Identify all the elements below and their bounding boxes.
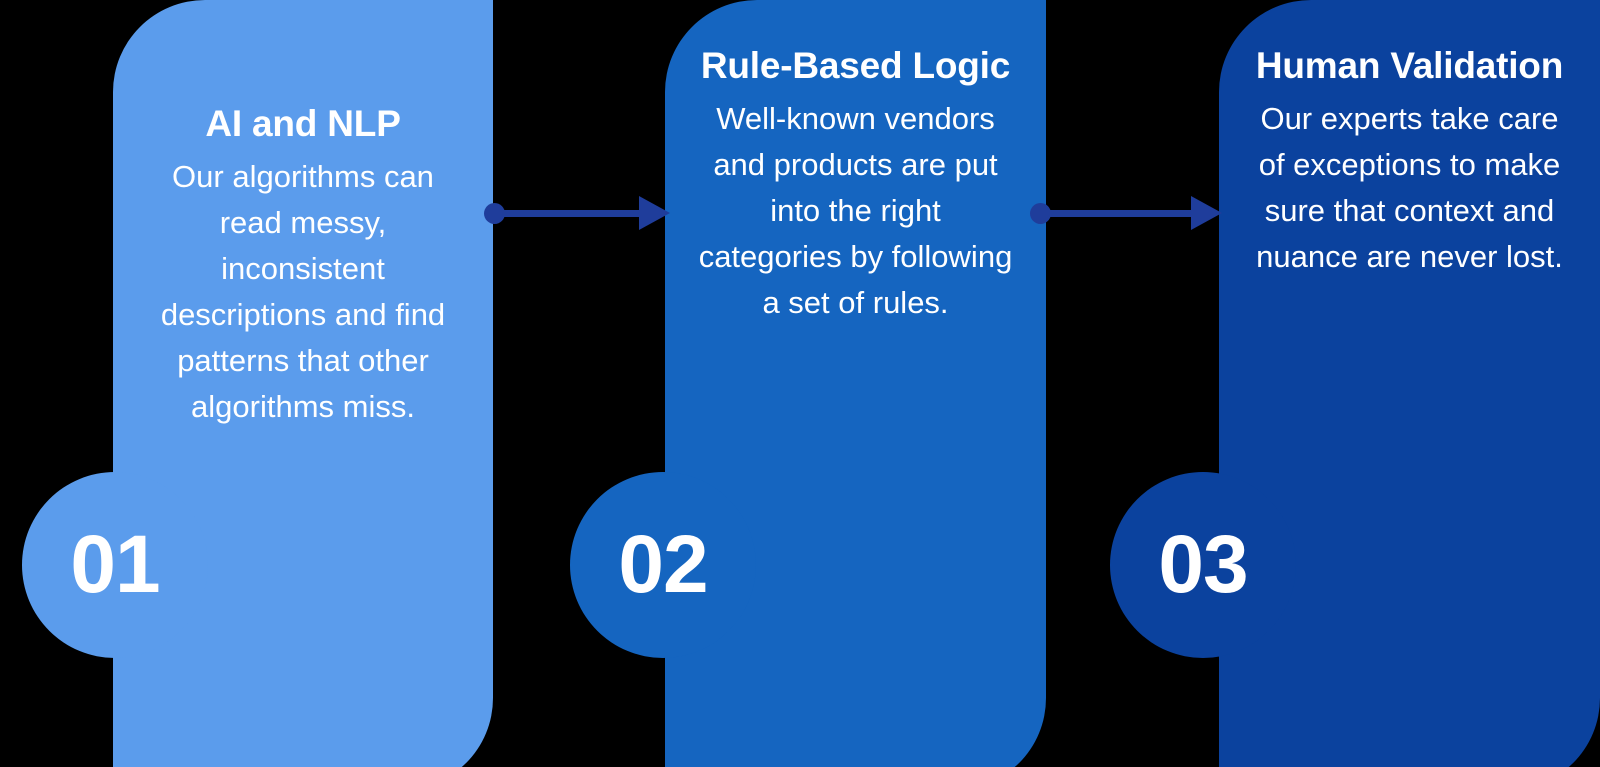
connector-line (498, 210, 641, 217)
step-number-badge-01: 01 (22, 472, 208, 658)
step-card-01-title: AI and NLP (205, 103, 401, 144)
connector-dot-icon (1030, 203, 1051, 224)
step-card-02-text: Rule-Based Logic Well-known vendors and … (696, 44, 1016, 326)
step-card-01-text: AI and NLP Our algorithms can read messy… (138, 102, 468, 430)
connector-dot-icon (484, 203, 505, 224)
step-card-03-body: Our experts take care of exceptions to m… (1256, 101, 1563, 275)
step-number-badge-03: 03 (1110, 472, 1296, 658)
connector-arrow-01-to-02 (484, 196, 670, 230)
connector-arrow-02-to-03 (1030, 196, 1222, 230)
step-number-badge-02: 02 (570, 472, 756, 658)
step-card-03-text: Human Validation Our experts take care o… (1245, 44, 1575, 280)
arrow-right-icon (1191, 196, 1222, 230)
arrow-right-icon (639, 196, 670, 230)
step-card-02-body: Well-known vendors and products are put … (698, 101, 1013, 320)
step-card-03[interactable]: Human Validation Our experts take care o… (1219, 0, 1600, 767)
step-card-02[interactable]: Rule-Based Logic Well-known vendors and … (665, 0, 1046, 767)
step-card-02-title: Rule-Based Logic (700, 45, 1011, 86)
step-card-01[interactable]: AI and NLP Our algorithms can read messy… (113, 0, 493, 767)
connector-line (1044, 210, 1193, 217)
step-card-01-body: Our algorithms can read messy, inconsist… (160, 159, 446, 424)
step-card-03-title: Human Validation (1255, 45, 1564, 86)
